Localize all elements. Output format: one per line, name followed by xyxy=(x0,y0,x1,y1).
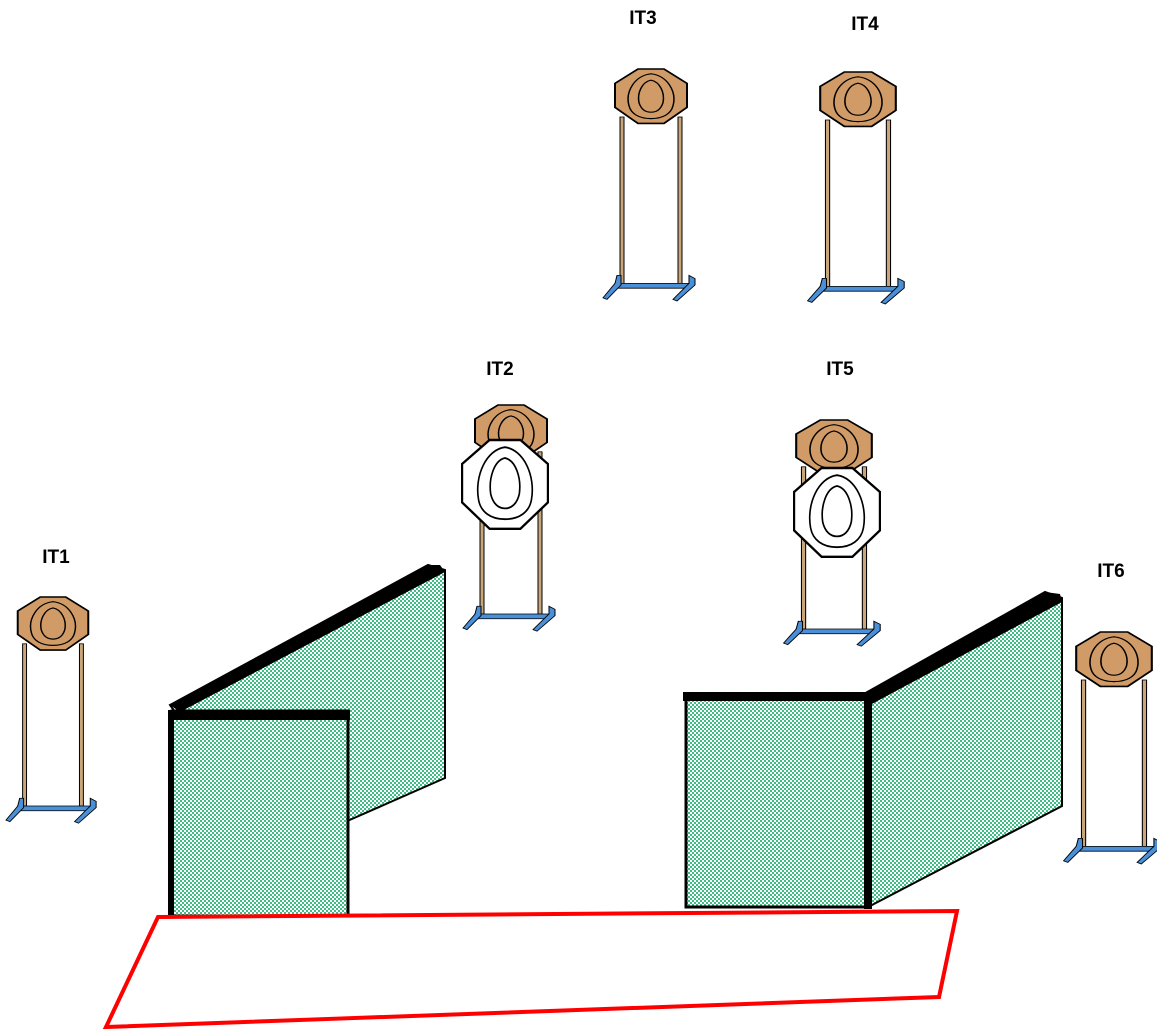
target-it4: IT4 xyxy=(806,14,906,306)
no-shoot-overlay-it2 xyxy=(460,438,550,530)
target-label-it5: IT5 xyxy=(826,359,854,380)
target-label-it6: IT6 xyxy=(1097,561,1124,582)
target-it1: IT1 xyxy=(4,547,98,825)
target-it2: IT2 xyxy=(460,359,556,633)
target-label-it1: IT1 xyxy=(42,547,70,568)
target-label-it4: IT4 xyxy=(851,14,879,35)
shooting-box xyxy=(102,908,960,1030)
no-shoot-overlay-it5 xyxy=(792,466,882,558)
right-wall xyxy=(683,590,1063,909)
target-it5: IT5 xyxy=(782,359,882,648)
target-it3: IT3 xyxy=(602,8,696,302)
target-it6: IT6 xyxy=(1062,561,1157,866)
left-wall xyxy=(168,563,446,918)
target-label-it2: IT2 xyxy=(486,359,513,380)
target-label-it3: IT3 xyxy=(629,8,656,29)
